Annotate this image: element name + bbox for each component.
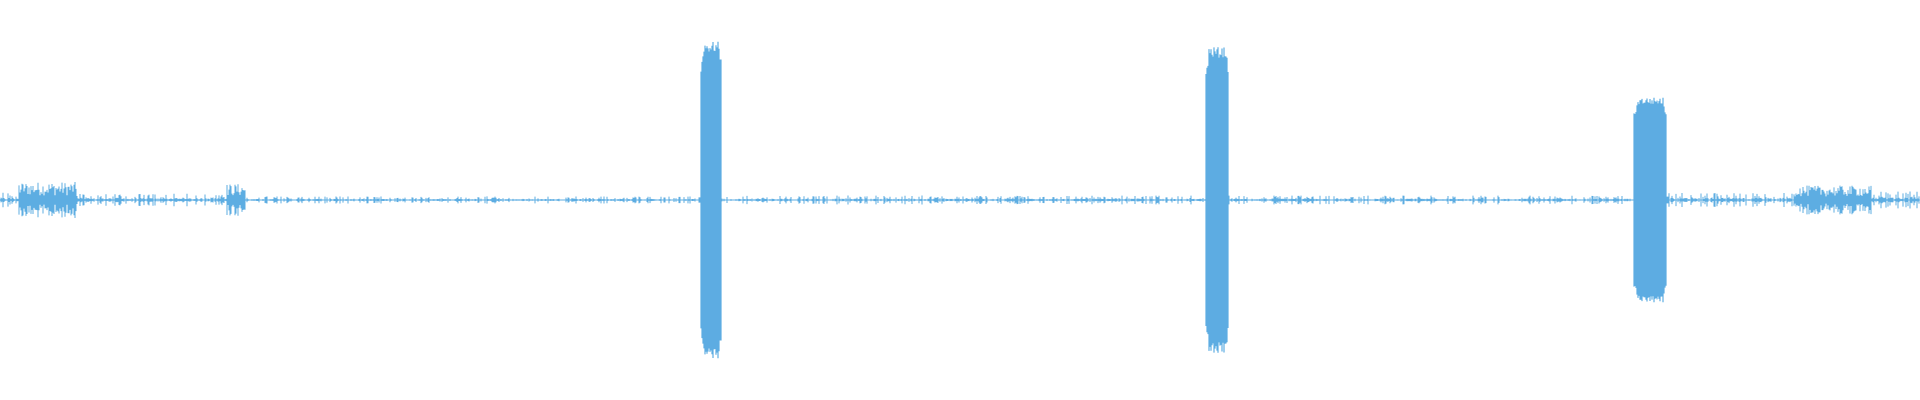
waveform-bars — [0, 41, 1920, 359]
